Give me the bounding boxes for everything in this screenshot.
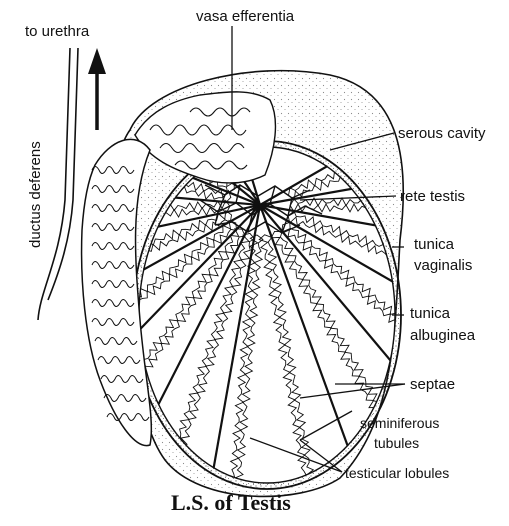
label-seminiferous-line1: seminiferous bbox=[360, 415, 439, 431]
label-to-urethra: to urethra bbox=[25, 23, 90, 40]
label-seminiferous-line2: tubules bbox=[374, 435, 419, 451]
label-tunica-vaginalis-line2: vaginalis bbox=[414, 257, 472, 274]
urethra-arrow-head bbox=[88, 48, 106, 74]
label-serous-cavity: serous cavity bbox=[398, 125, 486, 142]
label-testicular-lobules: testicular lobules bbox=[345, 465, 449, 481]
label-tunica-vaginalis-line1: tunica bbox=[414, 236, 455, 253]
label-tunica-albuginea-line2: albuginea bbox=[410, 327, 476, 344]
label-rete-testis: rete testis bbox=[400, 188, 465, 205]
label-vasa-efferentia: vasa efferentia bbox=[196, 8, 295, 25]
label-tunica-albuginea-line1: tunica bbox=[410, 305, 451, 322]
label-septae: septae bbox=[410, 376, 455, 393]
diagram-caption: L.S. of Testis bbox=[171, 490, 291, 515]
label-ductus-deferens: ductus deferens bbox=[27, 141, 44, 248]
